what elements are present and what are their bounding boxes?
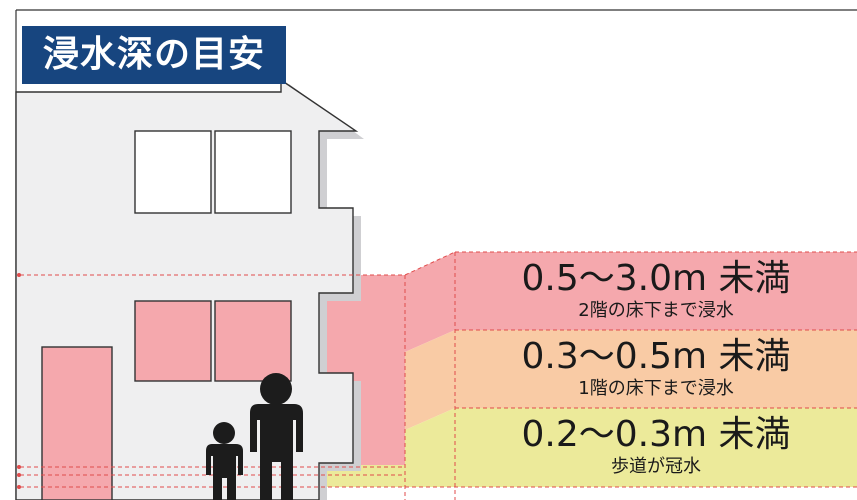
- upper-window-right: [214, 130, 292, 214]
- guide-dot: [17, 473, 21, 477]
- guide-dot: [17, 273, 21, 277]
- level-description-label: 1階の床下まで浸水: [578, 378, 734, 399]
- level-range-label: 0.2〜0.3m 未満: [521, 414, 791, 455]
- child-figure-icon: [206, 422, 243, 500]
- lower-window-left: [134, 300, 212, 382]
- level-range-label: 0.3〜0.5m 未満: [521, 336, 791, 377]
- upper-window-left: [134, 130, 212, 214]
- level-description-label: 2階の床下まで浸水: [578, 300, 734, 321]
- guide-lines: [20, 251, 857, 500]
- house-door: [41, 346, 113, 500]
- band-fill-1: [405, 330, 857, 430]
- band-fill-0: [405, 252, 857, 352]
- lower-window-right: [214, 300, 292, 382]
- guide-dot: [17, 485, 21, 489]
- adult-figure-icon: [250, 373, 303, 500]
- band-fill-2: [405, 408, 857, 487]
- guide-dots: [17, 273, 21, 489]
- level-description-label: 歩道が冠水: [611, 456, 701, 477]
- level-range-label: 0.5〜3.0m 未満: [521, 258, 791, 299]
- page-title: 浸水深の目安: [22, 26, 286, 84]
- guide-slope-top: [404, 251, 456, 276]
- guide-dot: [17, 465, 21, 469]
